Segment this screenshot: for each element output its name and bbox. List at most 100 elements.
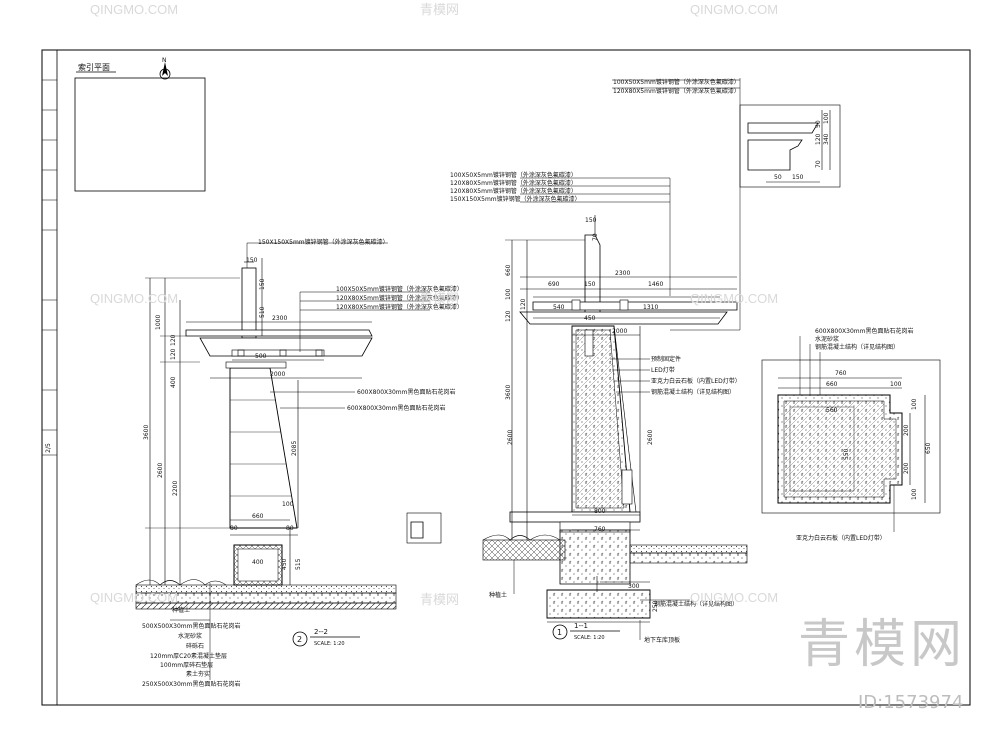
dim: 2600: [157, 463, 164, 478]
dim: 150: [584, 281, 596, 288]
dim: 150: [246, 257, 258, 264]
dim: 200: [903, 462, 910, 474]
section-2-2-labels: 150X150X5mm镀锌钢管（外涂深灰色氟碳漆） 100X50X5mm镀锌钢管…: [142, 238, 463, 688]
watermark-brand-large: 青模网: [798, 615, 966, 675]
dim: 70: [815, 160, 822, 168]
right-detail-note-1: 100X50X5mm镀锌钢管（外涂深灰色氟碳漆）: [613, 78, 740, 86]
left-paving-note-4: 120mm厚C20素混凝土垫层: [150, 652, 227, 660]
watermark-latin: QINGMO.COM: [690, 291, 778, 306]
dim: 1310: [643, 304, 658, 311]
watermark-latin: QINGMO.COM: [690, 2, 778, 17]
dim: 560: [826, 407, 838, 414]
dim: 1000: [155, 315, 162, 330]
key-plan-title: 索引平面: [78, 62, 110, 72]
dim: 2000: [612, 328, 627, 335]
dim: 760: [835, 370, 847, 377]
left-paving-note-1: 500X500X30mm黑色面贴石花岗岩: [142, 622, 240, 630]
section-1-1: [482, 78, 841, 640]
right-soil-label: 种植土: [489, 591, 507, 599]
plan-bottom-note: 亚克力白云石板（内置LED灯带）: [796, 534, 886, 542]
dim: 3600: [505, 385, 512, 400]
dim: 660: [252, 513, 264, 520]
left-beam-note-2: 120X80X5mm镀锌钢管（外涂深灰色氟碳漆）: [336, 294, 463, 302]
left-beam-note-1: 100X50X5mm镀锌钢管（外涂深灰色氟碳漆）: [336, 285, 463, 293]
dim: 2000: [270, 371, 285, 378]
dim: 100: [911, 488, 918, 500]
dim: 400: [252, 559, 264, 566]
north-arrow-icon: N: [159, 57, 171, 80]
dim: 2200: [172, 481, 179, 496]
dim: 80: [230, 525, 238, 532]
dim: 500: [255, 353, 267, 360]
left-paving-note-6: 素土夯实: [186, 670, 210, 678]
section-1-1-labels: 100X50X5mm镀锌钢管（外涂深灰色氟碳漆） 120X80X5mm镀锌钢管（…: [450, 78, 830, 644]
dim: 120: [815, 133, 822, 145]
dim: 200: [903, 424, 910, 436]
sheet-frame: 2/5: [41, 49, 971, 706]
dim: 100: [505, 288, 512, 300]
dim: 690: [548, 281, 560, 288]
left-paving-note-2: 水泥砂浆: [178, 632, 202, 640]
dim: 2600: [647, 430, 654, 445]
dim: 2300: [615, 270, 630, 277]
dim: 1460: [648, 281, 663, 288]
dim: 50: [815, 120, 822, 128]
dim: 450: [584, 315, 596, 322]
dim: 250: [652, 600, 659, 612]
dim: 100: [823, 112, 830, 124]
right-footing-note: 钢筋混凝土结构（详见结构图）: [654, 600, 738, 608]
left-paving-note-3: 碎砾石: [186, 642, 204, 650]
dim: 150: [792, 174, 804, 181]
right-top-note-4: 150X150X5mm镀锌钢管（外涂深灰色氟碳漆）: [450, 195, 581, 203]
dim: 70: [592, 233, 599, 241]
dim: 760: [594, 526, 606, 533]
left-dimension-labels: 150 150 510 2300 500 2000 1000 120 120 4…: [143, 257, 302, 570]
right-top-note-1: 100X50X5mm镀锌钢管（外涂深灰色氟碳漆）: [450, 171, 577, 179]
dim: 120: [505, 310, 512, 322]
section-scale: SCALE: 1:20: [574, 635, 605, 641]
left-paving-note-7: 250X500X30mm黑色面贴石花岗岩: [142, 680, 240, 688]
plan-note-1: 600X800X30mm黑色面贴石花岗岩: [815, 327, 913, 335]
right-top-note-2: 120X80X5mm镀锌钢管（外涂深灰色氟碳漆）: [450, 179, 577, 187]
watermark-latin: QINGMO.COM: [90, 590, 178, 605]
title-block-sheet: 2/5: [45, 443, 52, 453]
left-cladding-note-2: 600X800X30mm黑色面贴石花岗岩: [347, 404, 445, 412]
section-1-1-tag: 1 1--1 SCALE: 1:20: [552, 622, 620, 641]
dim: 400: [170, 376, 177, 388]
left-top-note: 150X150X5mm镀锌钢管（外涂深灰色氟碳漆）: [258, 238, 389, 246]
left-paving-note-5: 100mm厚碎石垫层: [160, 661, 213, 669]
right-footing-note-2: 地下车库顶板: [644, 636, 680, 644]
dim: 50: [774, 174, 782, 181]
dim: 510: [259, 306, 266, 318]
right-side-note-4: 钢筋混凝土结构（详见结构图）: [651, 388, 735, 396]
plan-detail-labels: 600X800X30mm黑色面贴石花岗岩 水泥砂浆 钢筋混凝土结构（详见结构图）…: [796, 327, 932, 542]
section-2-2: [135, 242, 442, 680]
right-top-note-3: 120X80X5mm镀锌钢管（外涂深灰色氟碳漆）: [450, 187, 577, 195]
right-dimension-labels: 660 100 120 120 3600 2600 2600 150 70 23…: [505, 112, 830, 612]
left-soil-label: 种植土: [172, 606, 190, 614]
dim: 300: [628, 583, 640, 590]
dim: 450: [281, 558, 288, 570]
dim: 660: [826, 381, 838, 388]
dim: 100: [282, 501, 294, 508]
dim: 650: [925, 442, 932, 454]
watermark-brand: 青模网: [420, 592, 459, 607]
right-side-note-2: LED灯带: [651, 366, 675, 374]
plan-note-2: 水泥砂浆: [815, 335, 839, 343]
section-number: 1: [557, 628, 562, 637]
dim: 515: [295, 558, 302, 570]
right-detail-note-2: 120X80X5mm镀锌钢管（外涂深灰色氟碳漆）: [613, 87, 740, 95]
watermarks: QINGMO.COM 青模网 QINGMO.COM QINGMO.COM 青模网…: [90, 2, 966, 713]
dim: 150: [259, 278, 266, 290]
dim: 120: [170, 348, 177, 360]
watermark-latin: QINGMO.COM: [690, 590, 778, 605]
dim: 120: [170, 334, 177, 346]
section-2-2-tag: 2 2--2 SCALE: 1:20: [292, 628, 360, 647]
north-letter: N: [162, 57, 167, 64]
plan-dimension-labels: 760 660 100 560 550 200 200 650 100 100: [826, 370, 932, 500]
right-side-note-3: 亚克力白云石板（内置LED灯带）: [651, 377, 741, 385]
dim: 150: [585, 217, 597, 224]
right-side-note-1: 预制固定件: [651, 355, 681, 363]
dim: 540: [553, 304, 565, 311]
